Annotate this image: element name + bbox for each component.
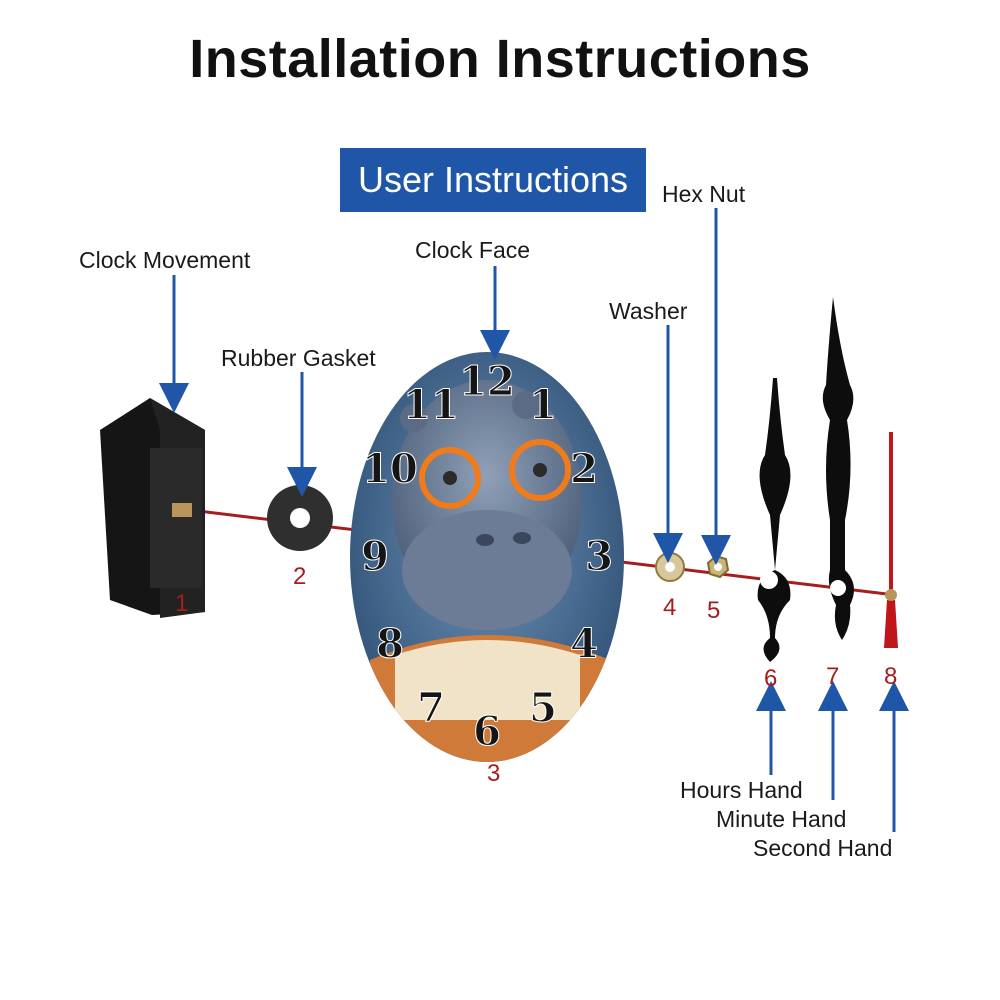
number-1: 1 <box>175 590 189 617</box>
dial-numeral-11: 11 <box>403 381 459 428</box>
label-washer: Washer <box>609 298 688 324</box>
number-2: 2 <box>293 563 307 590</box>
dial-numeral-12: 12 <box>459 358 515 405</box>
label-second-hand: Second Hand <box>753 835 893 861</box>
dial-numeral-8: 8 <box>376 621 404 668</box>
hours-hand-part <box>757 378 791 662</box>
dial-numeral-2: 2 <box>570 446 598 493</box>
label-minute-hand: Minute Hand <box>716 806 847 832</box>
dial-numeral-1: 1 <box>529 381 557 428</box>
dial-numeral-9: 9 <box>361 533 389 580</box>
label-hours-hand: Hours Hand <box>680 777 803 803</box>
dial-numeral-5: 5 <box>529 685 557 732</box>
dial-numeral-10: 10 <box>362 446 418 493</box>
number-8: 8 <box>884 663 898 690</box>
rubber-gasket-part <box>267 485 333 551</box>
page-title: Installation Instructions <box>189 29 811 89</box>
label-clock-movement: Clock Movement <box>79 247 251 273</box>
number-6: 6 <box>764 665 778 692</box>
dial-numeral-6: 6 <box>473 708 501 755</box>
dial-numeral-3: 3 <box>585 533 613 580</box>
number-4: 4 <box>663 594 677 621</box>
dial-numeral-4: 4 <box>570 621 598 668</box>
label-clock-face: Clock Face <box>415 237 531 263</box>
number-5: 5 <box>707 597 721 624</box>
washer-part <box>655 552 685 582</box>
minute-hand-part <box>822 297 854 640</box>
number-7: 7 <box>826 663 840 690</box>
label-hex-nut: Hex Nut <box>662 181 746 207</box>
hex-nut-part <box>706 554 730 579</box>
subtitle-banner: User Instructions <box>340 148 646 212</box>
second-hand-part <box>884 432 898 648</box>
label-rubber-gasket: Rubber Gasket <box>221 345 376 371</box>
dial-numeral-7: 7 <box>417 685 445 732</box>
clock-movement-part <box>100 398 205 618</box>
number-3: 3 <box>487 760 501 787</box>
